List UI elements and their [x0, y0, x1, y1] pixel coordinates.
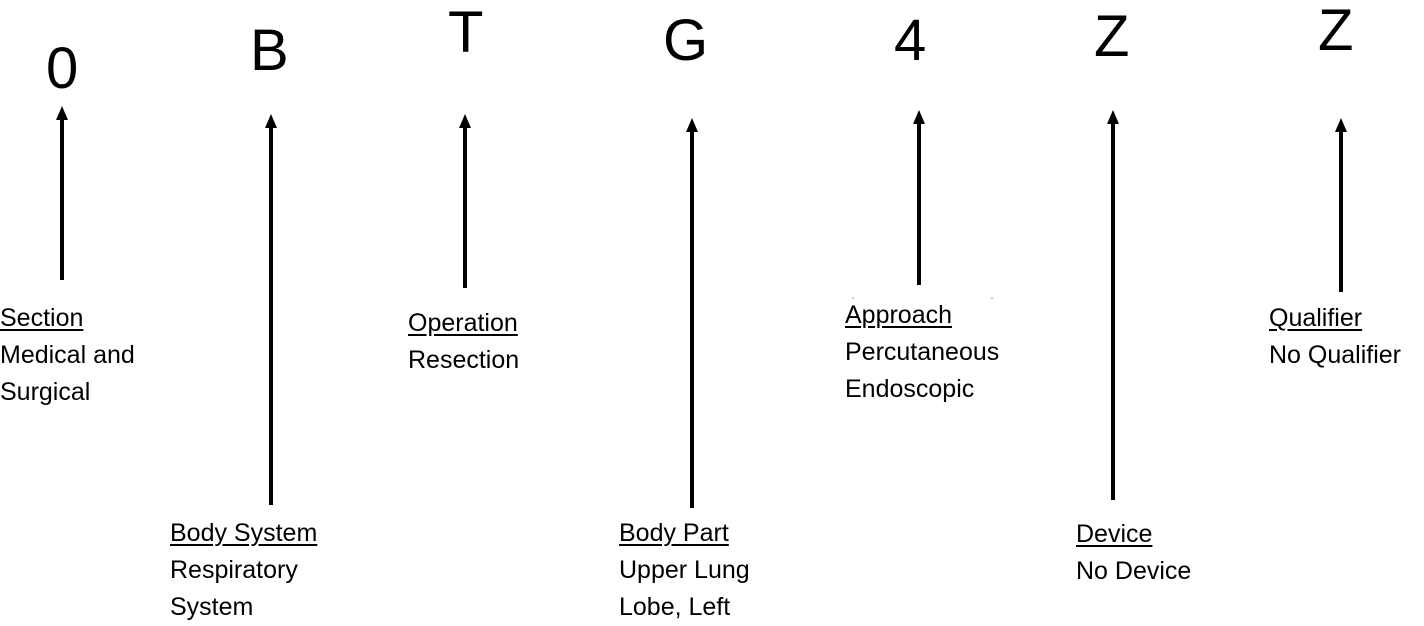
desc-heading-device: Device [1076, 520, 1153, 548]
code-char-device: Z [1094, 4, 1130, 69]
desc-body-part: Body Part Upper Lung Lobe, Left [619, 515, 750, 626]
desc-operation: Operation Resection [408, 305, 519, 379]
arrow-operation [459, 114, 471, 288]
code-char-operation: T [448, 0, 484, 65]
desc-approach: Approach Percutaneous Endoscopic [845, 297, 999, 408]
desc-qualifier: Qualifier No Qualifier [1269, 300, 1424, 374]
arrow-device [1107, 110, 1119, 500]
desc-line: Lobe, Left [619, 593, 731, 621]
desc-line: Upper Lung [619, 556, 750, 584]
desc-heading-operation: Operation [408, 309, 518, 337]
desc-heading-qualifier: Qualifier [1269, 304, 1363, 332]
desc-line: Respiratory [170, 556, 298, 584]
arrow-qualifier [1335, 118, 1347, 292]
code-char-body-part: G [663, 8, 709, 73]
arrow-body-part [686, 118, 698, 508]
code-char-body-system: B [250, 18, 289, 83]
arrow-body-system [265, 114, 277, 505]
desc-line: No Qualifier [1269, 341, 1401, 369]
code-char-approach: 4 [894, 8, 927, 73]
code-char-section: 0 [46, 36, 79, 101]
desc-line: Resection [408, 346, 520, 374]
desc-heading-section: Section [0, 304, 84, 332]
desc-line: Medical and [0, 341, 135, 369]
desc-line: Percutaneous [845, 338, 1000, 366]
desc-heading-approach: Approach [845, 301, 953, 329]
desc-body-system: Body System Respiratory System [170, 515, 317, 626]
desc-section: Section Medical and Surgical [0, 300, 135, 411]
desc-line: Surgical [0, 378, 91, 406]
desc-heading-body-system: Body System [170, 519, 318, 547]
arrow-section [56, 106, 68, 280]
desc-line: Endoscopic [845, 375, 975, 403]
desc-line: System [170, 593, 254, 621]
arrow-approach [913, 110, 925, 285]
desc-line: No Device [1076, 557, 1192, 585]
desc-heading-body-part: Body Part [619, 519, 729, 547]
desc-device: Device No Device [1076, 516, 1191, 590]
code-char-qualifier: Z [1318, 0, 1354, 63]
